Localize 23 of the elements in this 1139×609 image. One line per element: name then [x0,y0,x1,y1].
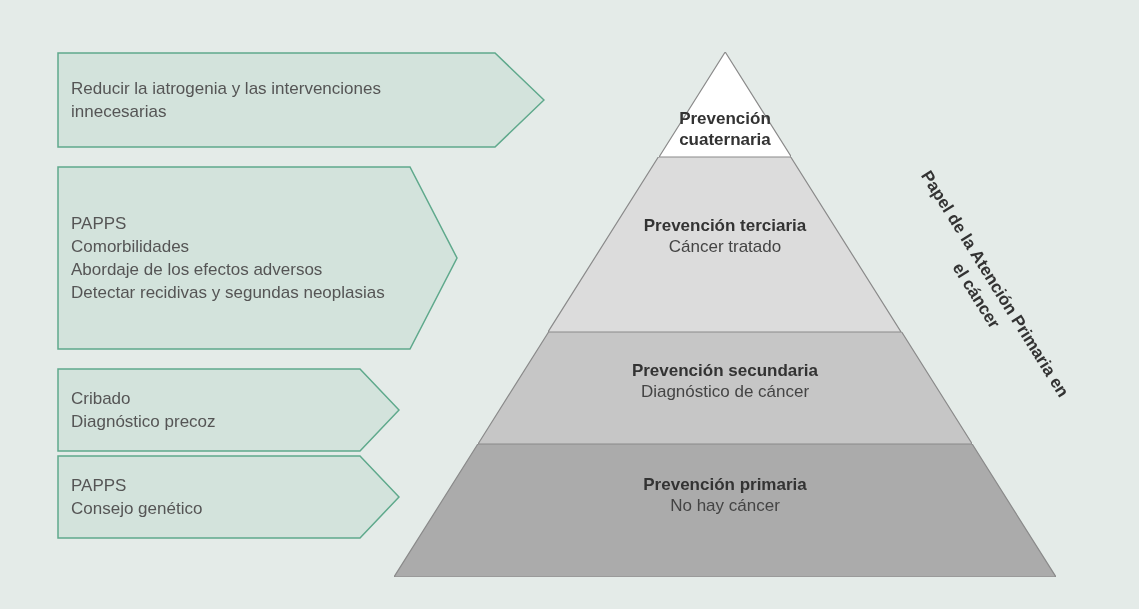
tier-heading: Prevención primaria [643,474,807,495]
box-text: Cribado [71,388,132,410]
tier-text: No hay cáncer [670,495,780,516]
box-text: Detectar recidivas y segundas neoplasias [71,282,386,304]
pyramid-tier [548,157,902,332]
chevron-box [57,52,545,148]
tier-heading: Prevención secundaria [631,360,819,381]
chevron-box [57,368,400,452]
box-text: Comorbilidades [71,236,191,258]
pyramid-tier [477,332,973,444]
chevron-box [57,166,458,350]
tier-heading: Prevención cuaternaria [678,108,772,150]
pyramid-tier [394,444,1056,577]
box-text: Diagnóstico precoz [71,411,217,433]
tier-text: Cáncer tratado [668,236,782,257]
box-text: PAPPS [71,475,128,497]
box-text: Abordaje de los efectos adversos [71,259,324,281]
box-text: Reducir la iatrogenia y las intervenciones innecesarias [71,78,382,123]
tier-text: Diagnóstico de cáncer [640,381,810,402]
chevron-box [57,455,400,539]
box-text: Consejo genético [71,498,204,520]
tier-heading: Prevención terciaria [643,215,807,236]
box-text: PAPPS [71,213,128,235]
